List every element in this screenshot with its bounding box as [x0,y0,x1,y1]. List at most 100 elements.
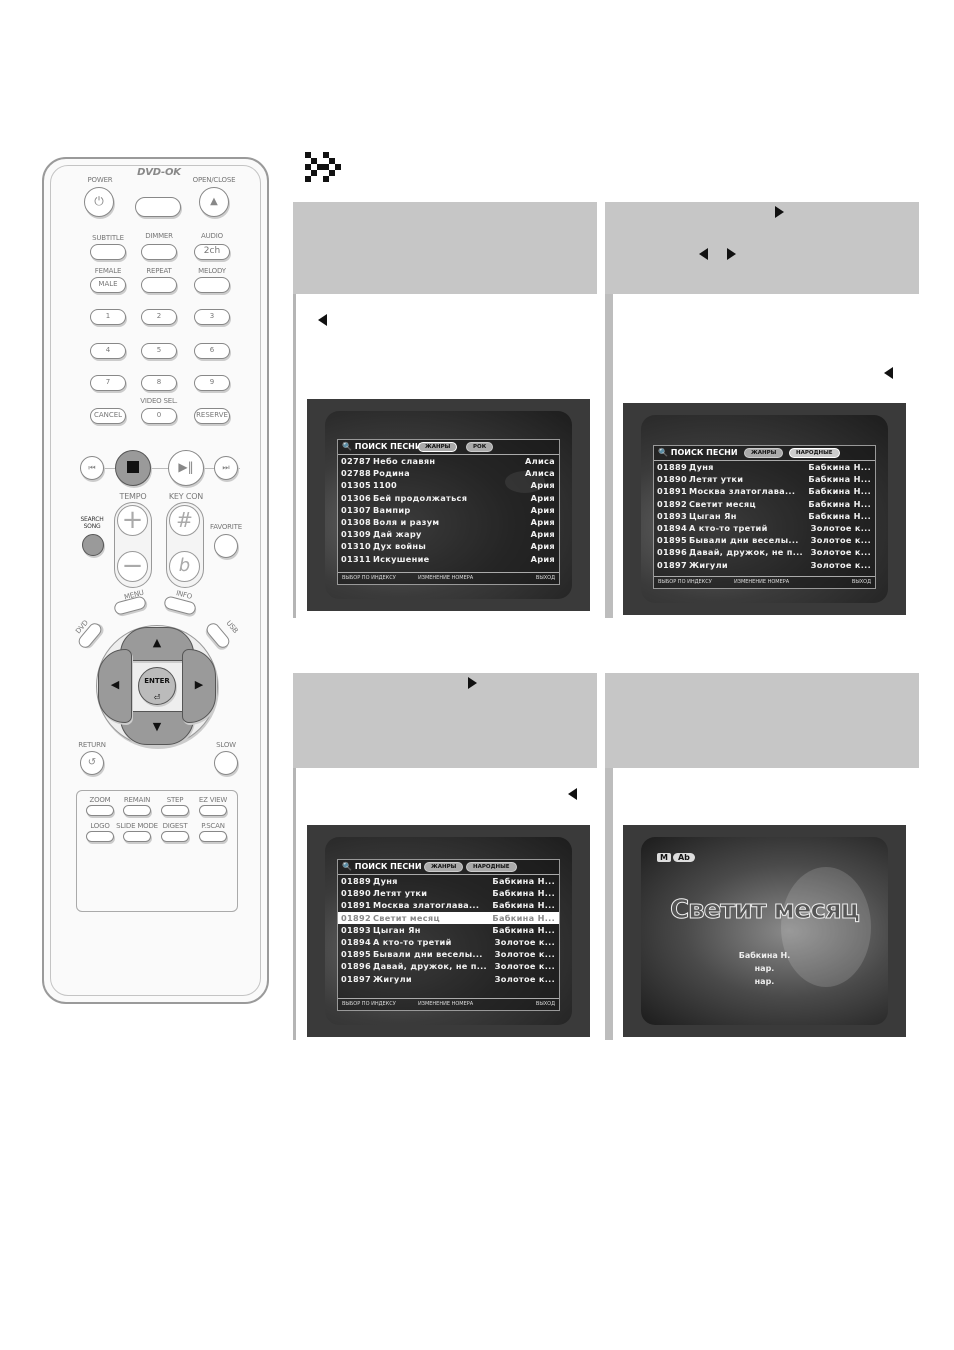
key-sharp-button[interactable]: # [169,505,200,536]
slide-mode-button[interactable] [123,831,151,842]
tempo-minus-button[interactable]: − [117,551,148,582]
return-button[interactable]: ↺ [80,751,104,775]
song-artist: Золотое к... [494,936,555,947]
step-button[interactable] [161,805,189,816]
step2-header [605,202,919,294]
song-num: 01890 [341,888,371,899]
p-scan-button[interactable] [199,831,227,842]
search-song-label: SEARCH SONG [80,516,104,530]
step1-header [293,202,597,294]
genre-tab[interactable]: ЖАНРЫ [744,448,784,458]
logo-button[interactable] [86,831,114,842]
next-button[interactable]: ⏭ [214,456,238,480]
digit-9-button[interactable]: 9 [194,375,230,391]
reserve-button[interactable]: RESERVE [194,408,230,424]
double-chevron-icon [305,152,341,182]
subgenre-tab[interactable]: РОК [466,442,494,452]
right-arrow-icon [775,206,784,218]
digit-3-button[interactable]: 3 [194,309,230,325]
nav-left-button[interactable]: ◀ [98,649,132,723]
zero-button[interactable]: 0 [141,408,177,424]
return-label: RETURN [78,741,106,749]
genre-tab[interactable]: ЖАНРЫ [418,442,458,452]
digit-6-button[interactable]: 6 [194,343,230,359]
song-num: 01308 [341,516,371,527]
search-song-button[interactable] [82,534,104,556]
audio-button[interactable]: 2ch [194,244,230,260]
play-pause-button[interactable]: ▶‖ [168,450,204,486]
male-button[interactable]: MALE [90,277,126,293]
digit-1-button[interactable]: 1 [90,309,126,325]
song-title: Родина [373,468,410,479]
lyricist-name: нар. [754,977,775,986]
footer-exit-hint: ВЫХОД [535,1001,555,1007]
repeat-button[interactable] [141,277,177,293]
melody-button[interactable] [194,277,230,293]
song-artist: Бабкина Н... [808,486,871,497]
step3-panel [293,768,597,1040]
dimmer-button[interactable] [141,244,177,260]
song-artist: Бабкина Н... [492,888,555,899]
song-title: Бей продолжаться [373,492,468,503]
subgenre-tab[interactable]: НАРОДНЫЕ [466,862,517,872]
favorite-button[interactable] [214,534,238,558]
m-badge: M [657,853,671,862]
remain-button[interactable] [123,805,151,816]
zoom-button[interactable] [86,805,114,816]
cancel-button[interactable]: CANCEL [90,408,126,424]
key-flat-button[interactable]: b [169,551,200,582]
play-pause-icon: ▶‖ [178,460,194,474]
right-arrow-icon [468,677,477,689]
digit-5-button[interactable]: 5 [141,343,177,359]
tempo-plus-button[interactable]: + [117,505,148,536]
center-top-button[interactable] [135,197,181,217]
stop-button[interactable] [115,450,151,486]
song-num: 01889 [657,462,687,472]
digit-7-button[interactable]: 7 [90,375,126,391]
enter-button[interactable]: ENTER⏎ [138,667,176,705]
song-num: 01890 [657,474,687,485]
nav-right-button[interactable]: ▶ [182,649,216,723]
genre-tab[interactable]: ЖАНРЫ [424,862,464,872]
prev-button[interactable]: ⏮ [80,456,104,480]
digit-8-button[interactable]: 8 [141,375,177,391]
subgenre-tab[interactable]: НАРОДНЫЕ [789,448,840,458]
ez-view-button[interactable] [199,805,227,816]
open-close-button[interactable]: ▲ [199,187,229,217]
song-artist: Золотое к... [494,973,555,984]
right-arrow-icon [727,248,736,260]
digit-4-button[interactable]: 4 [90,343,126,359]
digest-button[interactable] [161,831,189,842]
slow-button[interactable] [214,751,238,775]
subtitle-button[interactable] [90,244,126,260]
power-button[interactable]: ⏻ [84,187,114,217]
digit-2-button[interactable]: 2 [141,309,177,325]
